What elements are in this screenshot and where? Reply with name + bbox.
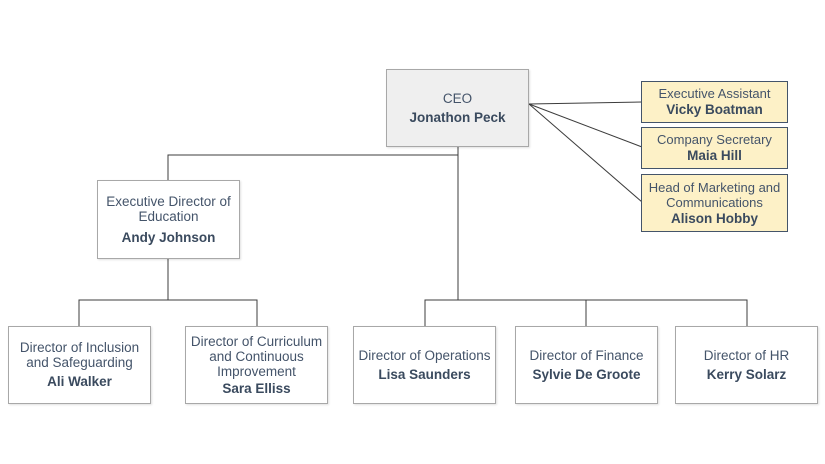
connector-ceo-to-exec-assistant xyxy=(528,101,643,105)
director-inclusion-node: Director of Inclusion and Safeguarding A… xyxy=(8,326,151,404)
exec-assistant-name: Vicky Boatman xyxy=(666,102,763,117)
head-marketing-name: Alison Hobby xyxy=(671,210,758,226)
director-curriculum-node: Director of Curriculum and Continuous Im… xyxy=(185,326,328,404)
exec-director-education-name: Andy Johnson xyxy=(121,229,216,245)
exec-director-education-title: Executive Director of Education xyxy=(106,193,231,224)
director-operations-title: Director of Operations xyxy=(358,347,491,363)
director-hr-name: Kerry Solarz xyxy=(706,366,787,382)
connector-ceo-to-education xyxy=(167,154,458,180)
director-operations-name: Lisa Saunders xyxy=(378,366,471,382)
connector-ceo-to-company-secretary xyxy=(528,103,643,148)
director-finance-title: Director of Finance xyxy=(529,347,644,363)
company-secretary-title: Company Secretary xyxy=(657,132,772,147)
director-inclusion-name: Ali Walker xyxy=(47,374,112,389)
head-marketing-title: Head of Marketing and Communications xyxy=(648,179,781,210)
director-inclusion-title: Director of Inclusion and Safeguarding xyxy=(19,340,140,370)
ceo-name: Jonathon Peck xyxy=(409,109,506,125)
exec-assistant-node: Executive Assistant Vicky Boatman xyxy=(641,81,788,123)
exec-director-education-node: Executive Director of Education Andy Joh… xyxy=(97,180,240,259)
ceo-title: CEO xyxy=(442,90,473,106)
head-marketing-node: Head of Marketing and Communications Ali… xyxy=(641,174,788,232)
director-finance-name: Sylvie De Groote xyxy=(532,366,641,382)
company-secretary-node: Company Secretary Maia Hill xyxy=(641,127,788,169)
director-operations-node: Director of Operations Lisa Saunders xyxy=(353,326,496,404)
ceo-node: CEO Jonathon Peck xyxy=(386,69,529,147)
company-secretary-name: Maia Hill xyxy=(687,148,742,163)
connector-education-branch xyxy=(78,299,258,326)
exec-assistant-title: Executive Assistant xyxy=(658,86,771,101)
director-curriculum-title: Director of Curriculum and Continuous Im… xyxy=(190,333,323,379)
director-hr-title: Director of HR xyxy=(703,347,790,363)
director-curriculum-name: Sara Elliss xyxy=(222,380,291,396)
connector-ceo-to-head-marketing xyxy=(528,103,643,203)
director-hr-node: Director of HR Kerry Solarz xyxy=(675,326,818,404)
director-finance-node: Director of Finance Sylvie De Groote xyxy=(515,326,658,404)
